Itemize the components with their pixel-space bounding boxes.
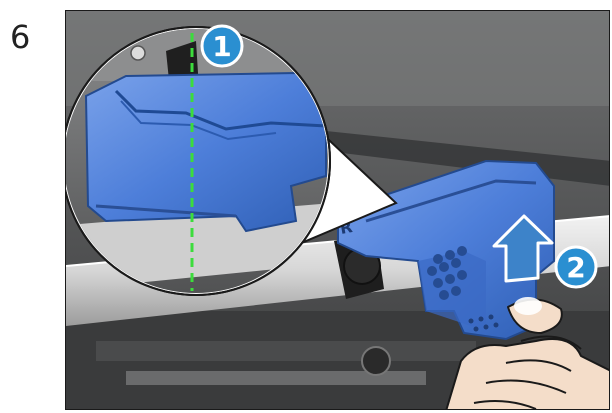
callout-2-label: 2 [566, 251, 585, 284]
illustration-svg: R 2 [66, 11, 610, 410]
lower-gear [362, 347, 390, 375]
callout-1: 1 [202, 26, 242, 66]
callout-1-label: 1 [212, 30, 231, 63]
lower-bar [96, 341, 476, 361]
illustration-frame: R 2 [65, 10, 610, 410]
fingernail [514, 297, 542, 315]
step-number: 6 [10, 18, 30, 56]
callout-2: 2 [556, 247, 596, 287]
